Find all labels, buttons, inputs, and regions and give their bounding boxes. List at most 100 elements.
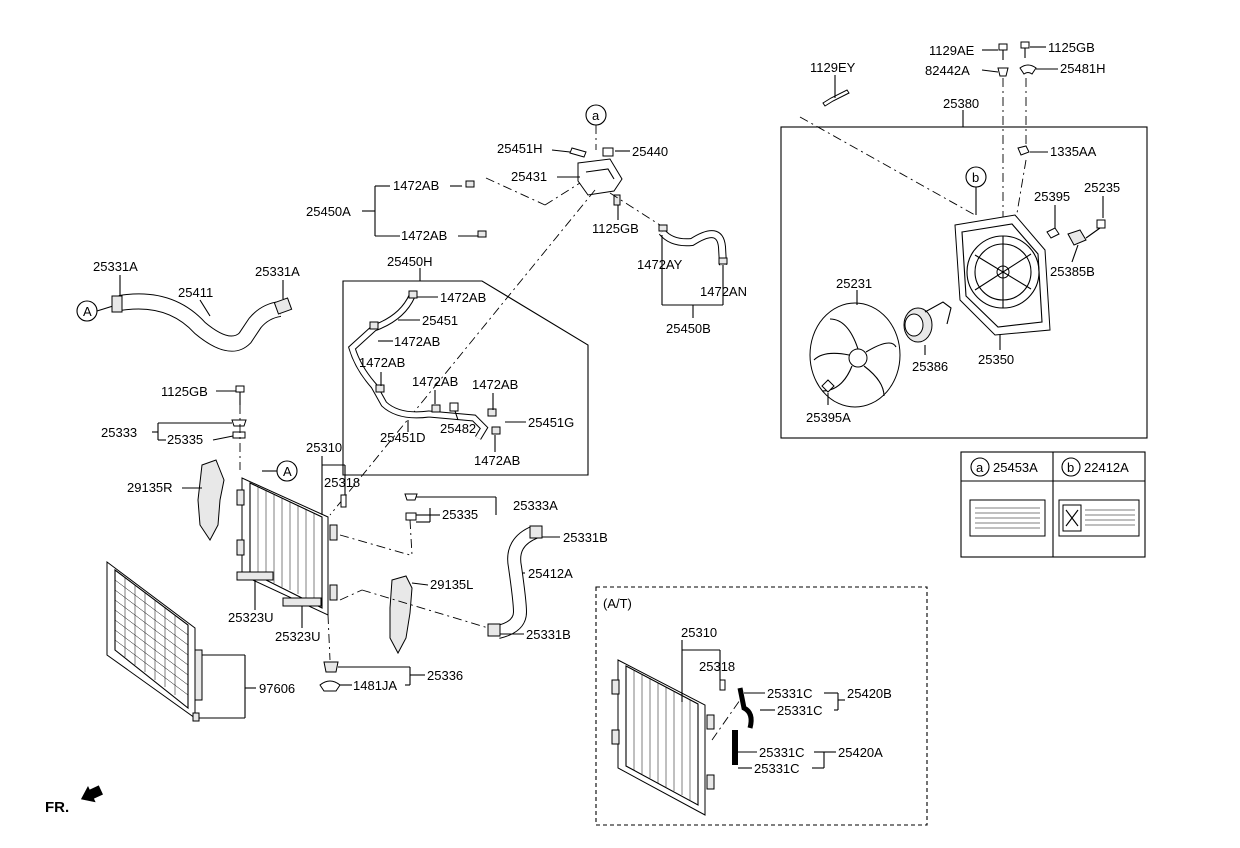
label-1125GB-tank: 1125GB (592, 221, 639, 236)
at-title: (A/T) (603, 596, 632, 611)
label-25482: 25482 (440, 421, 476, 436)
label-1472AB-8: 1472AB (474, 453, 520, 468)
label-25451: 25451 (422, 313, 458, 328)
label-at-25331C-4: 25331C (754, 761, 800, 776)
label-25323U-1: 25323U (228, 610, 274, 625)
hose-25411 (111, 293, 293, 352)
hose-25412A (487, 525, 543, 639)
clip-25481H (1019, 64, 1037, 75)
fan-assembly-box (780, 126, 1148, 439)
label-1472AB-3: 1472AB (440, 290, 486, 305)
label-25386: 25386 (912, 359, 948, 374)
fan-blade-25231 (809, 302, 901, 408)
label-25235: 25235 (1084, 180, 1120, 195)
label-25440: 25440 (632, 144, 668, 159)
label-1125GB-top: 1125GB (1048, 40, 1095, 55)
label-1472AN: 1472AN (700, 284, 747, 299)
label-25450B: 25450B (666, 321, 711, 336)
radiator-25310 (236, 477, 338, 616)
condenser-97606 (106, 561, 203, 722)
grommet-25395 (1046, 227, 1060, 239)
clip-82442A (997, 67, 1009, 77)
label-circle-a: a (592, 108, 600, 123)
label-25318: 25318 (324, 475, 360, 490)
hose-at-25420B (737, 687, 754, 729)
label-circle-A-1: A (83, 304, 92, 319)
seal-25323U-2 (282, 597, 322, 607)
clip-25395A (821, 379, 835, 393)
bushing-25333 (231, 419, 247, 427)
label-at-25331C-2: 25331C (777, 703, 823, 718)
bolt-1129EY (822, 89, 850, 107)
label-25411: 25411 (178, 285, 213, 300)
label-25451H: 25451H (497, 141, 543, 156)
label-25450H: 25450H (387, 254, 433, 269)
bracket-25451H (569, 147, 587, 158)
label-25395: 25395 (1034, 189, 1070, 204)
fan-motor-25386 (903, 301, 952, 343)
label-at-25420A: 25420A (838, 745, 883, 760)
label-25331B-1: 25331B (563, 530, 608, 545)
bushing-25333A (404, 493, 418, 501)
label-25385B: 25385B (1050, 264, 1095, 279)
label-circle-b: b (972, 170, 979, 185)
label-25412A: 25412A (528, 566, 573, 581)
label-25380: 25380 (943, 96, 979, 111)
label-25431: 25431 (511, 169, 547, 184)
label-1472AB-1: 1472AB (393, 178, 439, 193)
label-82442A: 82442A (925, 63, 970, 78)
bracket-29135R (197, 459, 225, 541)
legend-a-letter: a (976, 460, 984, 475)
label-1481JA: 1481JA (353, 678, 397, 693)
label-1335AA: 1335AA (1050, 144, 1097, 159)
reservoir-tank-25431 (569, 147, 623, 196)
hose-25450B (658, 224, 728, 266)
legend-a-part: 25453A (993, 460, 1038, 475)
label-at-25331C-1: 25331C (767, 686, 813, 701)
label-25451D: 25451D (380, 430, 426, 445)
mount-25336 (323, 661, 339, 673)
label-25231: 25231 (836, 276, 872, 291)
front-arrow-icon (80, 785, 103, 803)
hose-25451 (348, 290, 501, 440)
label-25310: 25310 (306, 440, 342, 455)
bolt-25235 (1096, 219, 1106, 229)
label-25323U-2: 25323U (275, 629, 321, 644)
label-25451G: 25451G (528, 415, 574, 430)
fan-shroud-25350 (954, 214, 1051, 336)
bolt-1125GB-left (235, 385, 245, 405)
label-at-25420B: 25420B (847, 686, 892, 701)
hose-kit-box-25450H (342, 280, 589, 476)
label-25481H: 25481H (1060, 61, 1106, 76)
legend-b-part: 22412A (1084, 460, 1129, 475)
radiator-at-25310 (611, 659, 715, 816)
label-circle-A-2: A (283, 464, 292, 479)
legend-b-letter: b (1067, 460, 1074, 475)
cap-25440 (602, 147, 614, 157)
label-1472AB-4: 1472AB (394, 334, 440, 349)
mount-25335 (232, 431, 246, 439)
bolt-1125GB-tank (613, 194, 621, 206)
label-25395A: 25395A (806, 410, 851, 425)
label-25335-2: 25335 (442, 507, 478, 522)
hose-25450A (454, 180, 487, 239)
bolt-1125GB-top (1020, 41, 1030, 58)
label-97606: 97606 (259, 681, 295, 696)
label-at-25310: 25310 (681, 625, 717, 640)
label-1125GB-left: 1125GB (161, 384, 208, 399)
resistor-25385B (1067, 229, 1087, 246)
bracket-29135L (389, 575, 413, 655)
label-25450A: 25450A (306, 204, 351, 219)
label-25350: 25350 (978, 352, 1014, 367)
label-25333: 25333 (101, 425, 137, 440)
label-25331B-2: 25331B (526, 627, 571, 642)
label-25333A: 25333A (513, 498, 558, 513)
clip-1481JA (319, 680, 341, 692)
label-29135L: 29135L (430, 577, 473, 592)
label-1472AB-7: 1472AB (472, 377, 518, 392)
label-25331A-1: 25331A (93, 259, 138, 274)
cap-25318 (340, 494, 347, 508)
mount-25335-right (405, 512, 417, 521)
bolt-1129AE (998, 43, 1008, 60)
